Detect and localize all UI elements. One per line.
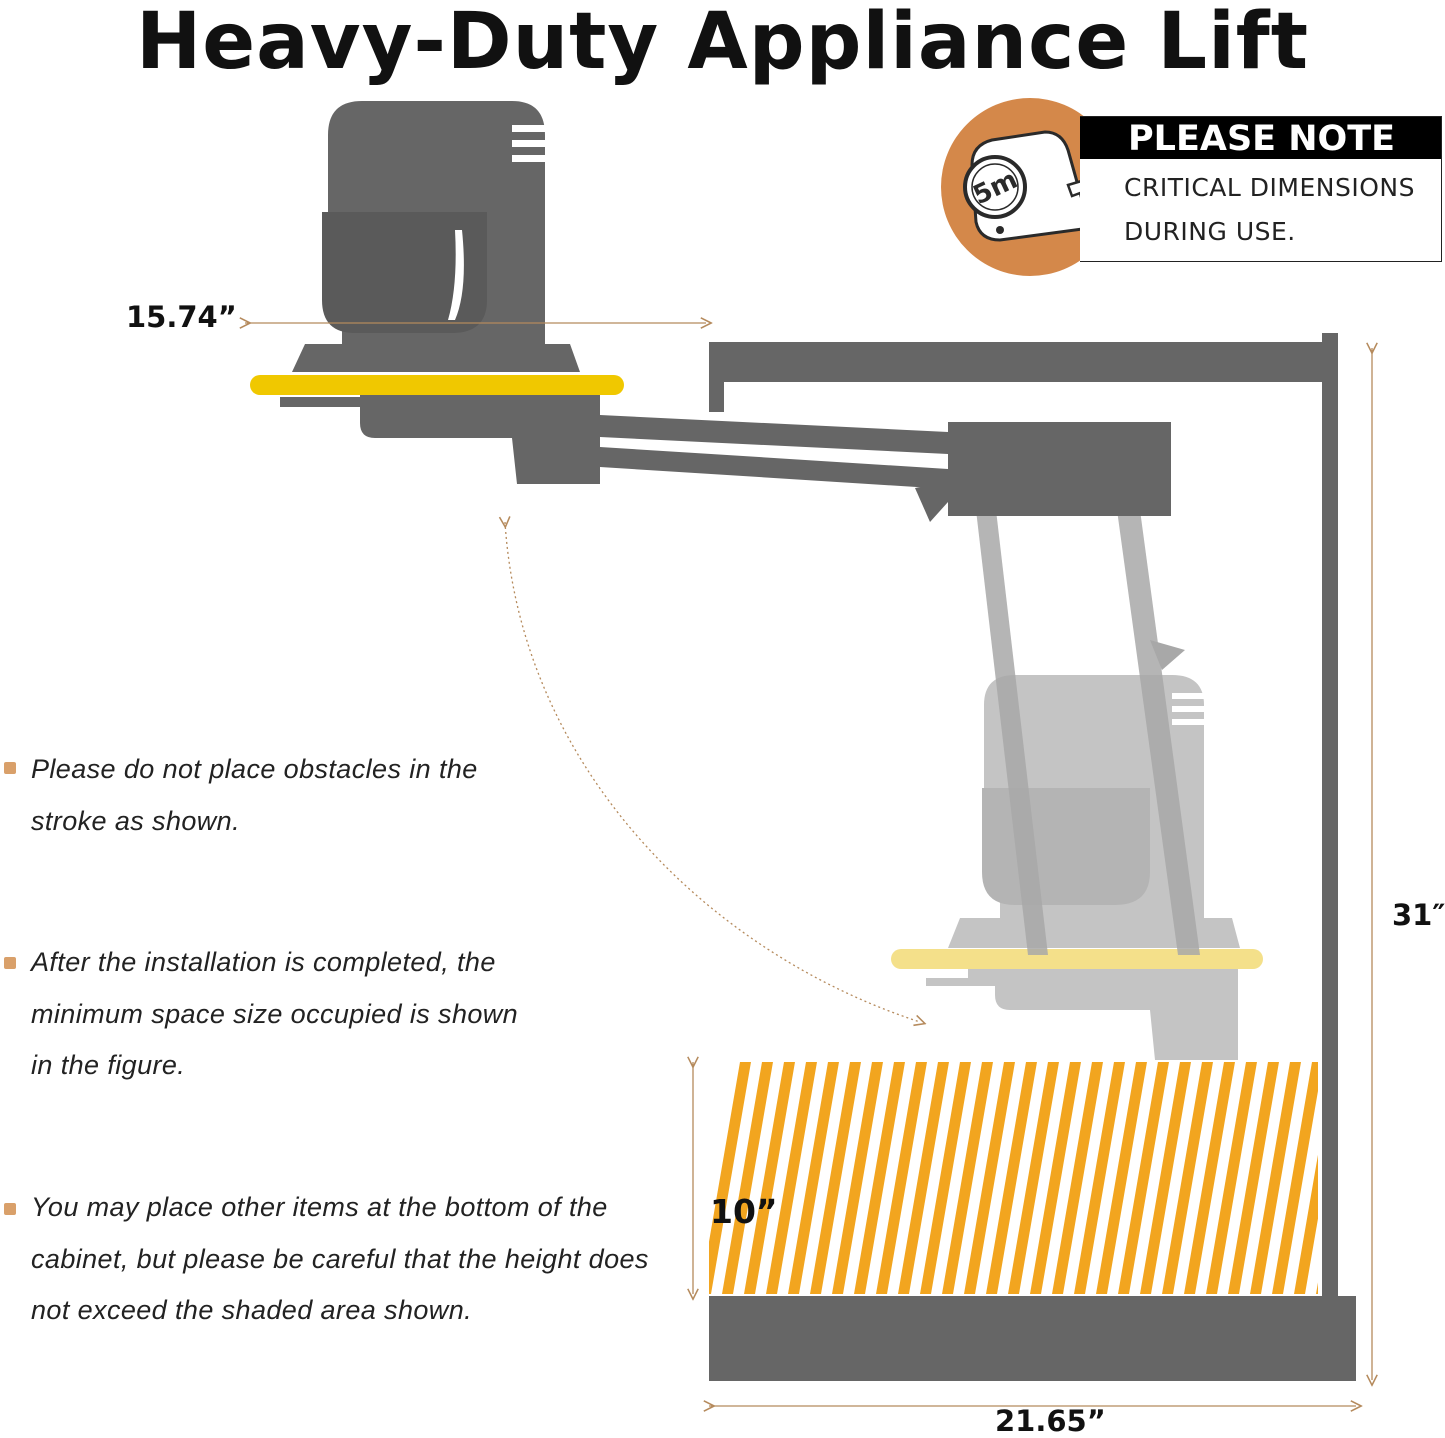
hatch-stripe xyxy=(810,1062,861,1294)
instruction-2-line-1: After the installation is completed, the xyxy=(31,947,496,977)
hatch-stripe xyxy=(1250,1062,1301,1294)
total-height-label: 31″ xyxy=(1392,898,1445,932)
hatch-stripe xyxy=(986,1062,1037,1294)
ghost-platform-bracket xyxy=(995,975,1238,1060)
ghost-platform xyxy=(891,949,1263,969)
instruction-1-line-1: Please do not place obstacles in the xyxy=(31,754,478,784)
shaded-height-label: 10” xyxy=(710,1192,778,1231)
hatch-stripe xyxy=(1206,1062,1257,1294)
hatch-stripe xyxy=(1316,1282,1318,1294)
hatch-stripe xyxy=(964,1062,1015,1294)
lift-mechanism-box xyxy=(948,422,1171,516)
bullet-marker xyxy=(4,1203,16,1215)
cabinet-top-lip xyxy=(709,380,724,412)
mixer-bowl xyxy=(322,212,487,333)
hatch-stripe xyxy=(1338,1062,1389,1294)
hatch-stripe xyxy=(920,1062,971,1294)
hatch-stripe xyxy=(1140,1062,1191,1294)
instruction-2-line-2: minimum space size occupied is shown xyxy=(31,998,519,1029)
note-heading: PLEASE NOTE xyxy=(1128,119,1396,159)
ghost-mixer-base xyxy=(948,918,1240,948)
hatch-stripe xyxy=(1008,1062,1059,1294)
hatch-stripe xyxy=(1184,1062,1235,1294)
instruction-1: Please do not place obstacles in the str… xyxy=(31,744,478,847)
instruction-3: You may place other items at the bottom … xyxy=(31,1182,649,1337)
note-box: PLEASE NOTE CRITICAL DIMENSIONS DURING U… xyxy=(1080,116,1442,262)
instruction-3-line-1: You may place other items at the bottom … xyxy=(31,1192,608,1222)
cabinet-frame xyxy=(709,333,1356,1381)
note-line-1: CRITICAL DIMENSIONS xyxy=(1124,173,1415,202)
note-header: PLEASE NOTE xyxy=(1080,117,1441,159)
instruction-3-line-3: not exceed the shaded area shown. xyxy=(31,1295,473,1325)
cabinet-side-wall xyxy=(1322,333,1338,1300)
platform-width-label: 15.74” xyxy=(126,300,237,334)
ghost-lift-arm-left xyxy=(976,510,1048,955)
lowered-position xyxy=(891,510,1263,1060)
hatch-stripe xyxy=(709,1062,751,1294)
page-title: Heavy-Duty Appliance Lift xyxy=(135,0,1310,87)
hatch-stripe xyxy=(1052,1062,1103,1294)
hatch-stripe xyxy=(898,1062,949,1294)
hatch-stripe xyxy=(744,1062,795,1294)
instruction-2: After the installation is completed, the… xyxy=(31,937,518,1092)
cabinet-width-label: 21.65” xyxy=(995,1404,1106,1438)
hatch-stripe xyxy=(1074,1062,1125,1294)
ghost-lift-arm-right xyxy=(1117,510,1200,955)
platform xyxy=(250,375,624,395)
hatch-stripe xyxy=(1096,1062,1147,1294)
bullet-marker xyxy=(4,957,16,969)
hatch-stripe xyxy=(1162,1062,1213,1294)
tape-measure-icon: 5m xyxy=(941,98,1119,276)
hatch-stripe xyxy=(1272,1062,1318,1294)
hatch-stripe xyxy=(1228,1062,1279,1294)
mixer-base xyxy=(292,344,580,372)
hatch-stripe xyxy=(722,1062,773,1294)
hatch-stripe xyxy=(1030,1062,1081,1294)
lift-arm-upper xyxy=(600,415,948,454)
lift-arm-lower xyxy=(600,447,948,489)
instruction-3-line-2: cabinet, but please be careful that the … xyxy=(31,1243,649,1274)
hatch-stripe xyxy=(942,1062,993,1294)
platform-bracket xyxy=(360,393,600,484)
stroke-arc-arrow xyxy=(505,522,920,1022)
hatch-stripe xyxy=(832,1062,883,1294)
shaded-area xyxy=(709,1062,1389,1294)
note-line-2: DURING USE. xyxy=(1124,217,1296,246)
hatch-stripe xyxy=(788,1062,839,1294)
instruction-2-line-3: in the figure. xyxy=(31,1050,186,1080)
hatch-stripe xyxy=(1294,1154,1318,1294)
cabinet-base xyxy=(709,1296,1356,1381)
instruction-1-line-2: stroke as shown. xyxy=(31,805,240,836)
hatch-stripe xyxy=(766,1062,817,1294)
raised-position xyxy=(250,101,1171,522)
hatch-stripe xyxy=(876,1062,927,1294)
hatch-stripe xyxy=(1118,1062,1169,1294)
bullet-marker xyxy=(4,762,16,774)
cabinet-top-panel xyxy=(709,342,1334,382)
hatch-stripe xyxy=(854,1062,905,1294)
ghost-mixer-bowl xyxy=(982,788,1150,905)
